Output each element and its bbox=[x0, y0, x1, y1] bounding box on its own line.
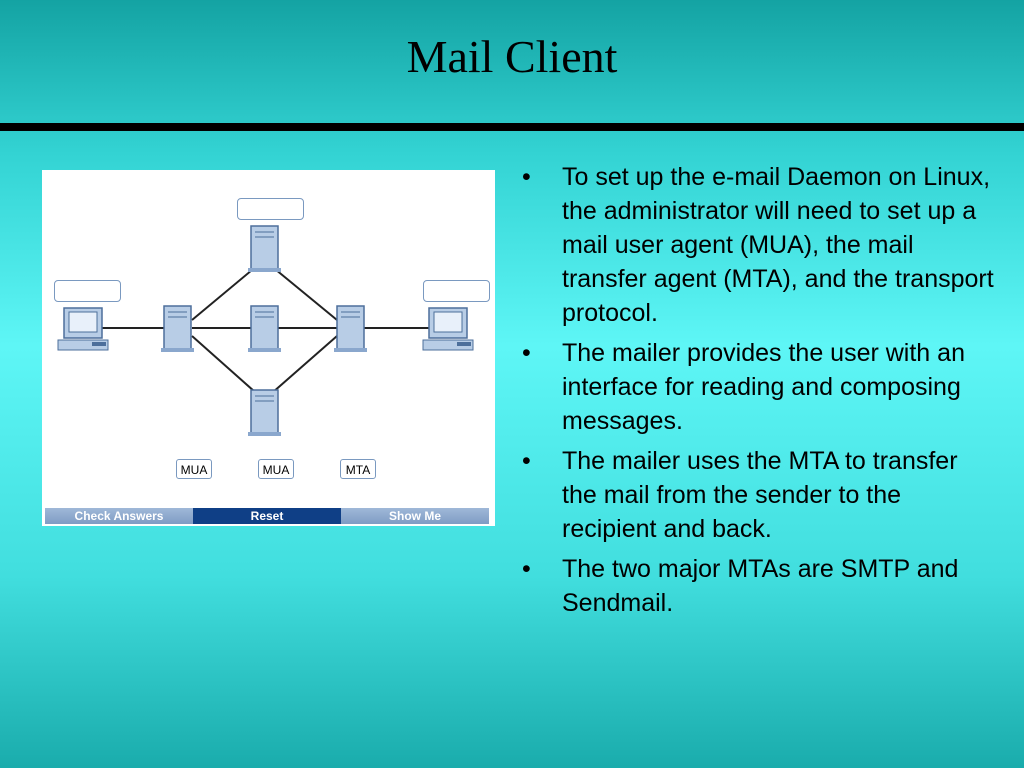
bullet-text: The mailer provides the user with an int… bbox=[562, 339, 965, 435]
network-diagram: MUA MUA MTA Check Answers Reset Show Me bbox=[42, 170, 495, 526]
workstation-left-icon[interactable] bbox=[57, 307, 109, 351]
bullet-text: The two major MTAs are SMTP and Sendmail… bbox=[562, 555, 959, 617]
answer-slot-left[interactable] bbox=[54, 280, 121, 302]
bullet-item: • The two major MTAs are SMTP and Sendmai… bbox=[522, 552, 997, 620]
slide-title: Mail Client bbox=[406, 31, 618, 82]
bullet-glyph: • bbox=[522, 447, 531, 475]
tag-mua-2[interactable]: MUA bbox=[258, 459, 294, 479]
bullet-text: The mailer uses the MTA to transfer the … bbox=[562, 447, 958, 543]
tag-mua-1[interactable]: MUA bbox=[176, 459, 212, 479]
server-center-icon[interactable] bbox=[248, 305, 281, 352]
bullet-glyph: • bbox=[522, 163, 531, 191]
check-answers-button[interactable]: Check Answers bbox=[45, 508, 193, 524]
tag-mta[interactable]: MTA bbox=[340, 459, 376, 479]
workstation-right-icon[interactable] bbox=[422, 307, 474, 351]
bullet-item: • The mailer provides the user with an in… bbox=[522, 336, 997, 438]
server-right-icon[interactable] bbox=[334, 305, 367, 352]
bullet-glyph: • bbox=[522, 339, 531, 367]
server-top-icon[interactable] bbox=[248, 225, 281, 272]
answer-slot-right[interactable] bbox=[423, 280, 490, 302]
bullet-list: • To set up the e-mail Daemon on Linux, t… bbox=[522, 160, 997, 626]
server-bottom-icon[interactable] bbox=[248, 389, 281, 436]
show-me-button[interactable]: Show Me bbox=[341, 508, 489, 524]
bullet-item: • The mailer uses the MTA to transfer the… bbox=[522, 444, 997, 546]
diagram-canvas bbox=[57, 225, 474, 436]
bullet-glyph: • bbox=[522, 555, 531, 583]
bullet-item: • To set up the e-mail Daemon on Linux, t… bbox=[522, 160, 997, 330]
server-left-icon[interactable] bbox=[161, 305, 194, 352]
reset-button[interactable]: Reset bbox=[193, 508, 341, 524]
answer-slot-top[interactable] bbox=[237, 198, 304, 220]
title-divider bbox=[0, 123, 1024, 131]
bullet-text: To set up the e-mail Daemon on Linux, th… bbox=[562, 163, 994, 327]
